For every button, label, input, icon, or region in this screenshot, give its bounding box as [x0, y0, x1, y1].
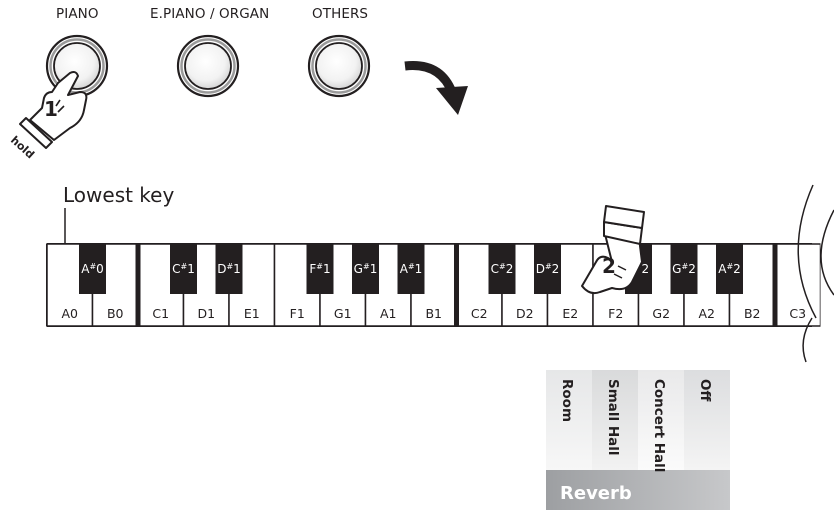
black-key-label: A#2 — [718, 262, 741, 276]
reverb-panel: Reverb Room Small Hall Concert Hall Off — [546, 370, 730, 510]
white-key-label: C2 — [471, 306, 488, 321]
black-key-gsharp2[interactable] — [670, 244, 698, 294]
epiano-organ-label: E.PIANO / ORGAN — [150, 6, 270, 22]
white-key-label: B2 — [744, 306, 761, 321]
epiano-organ-button[interactable] — [176, 34, 240, 98]
black-key-label: D#1 — [217, 262, 241, 276]
white-key-label: A0 — [61, 306, 78, 321]
keyboard: A0 B0 C1 D1 E1 F1 G1 A1 B1 C2 D2 E2 F2 G2 A2 B2 C3 A#0 C#1… — [46, 242, 834, 328]
black-key-gsharp1[interactable] — [352, 244, 379, 294]
white-key-label: A2 — [698, 306, 715, 321]
white-key-label: D2 — [516, 306, 534, 321]
hand-press-key-icon — [581, 205, 645, 295]
reverb-small-hall-column[interactable] — [592, 370, 638, 470]
octave-divider — [772, 244, 778, 326]
black-key-label: G#2 — [672, 262, 696, 276]
reverb-small-hall-label: Small Hall — [605, 379, 621, 456]
hand-press-icon — [19, 71, 88, 149]
black-key-asharp0[interactable] — [79, 244, 106, 294]
reverb-off-label: Off — [697, 379, 713, 402]
reverb-title-bar — [546, 470, 730, 510]
white-key-label: B1 — [425, 306, 442, 321]
black-key-label: G#1 — [354, 262, 378, 276]
keyboard-break-marks — [797, 184, 834, 363]
black-key-label: D#2 — [536, 262, 560, 276]
curved-arrow-icon — [404, 61, 468, 115]
reverb-room-label: Room — [559, 379, 575, 422]
white-key-label: G2 — [652, 306, 670, 321]
step-1-number: 1 — [44, 97, 58, 121]
black-key-dsharp2[interactable] — [534, 244, 561, 294]
octave-divider — [454, 244, 459, 326]
white-key-label: F1 — [290, 306, 305, 321]
black-key-csharp2[interactable] — [488, 244, 516, 294]
white-key-label: B0 — [107, 306, 124, 321]
white-key-label: F2 — [608, 306, 623, 321]
black-key-asharp1[interactable] — [397, 244, 425, 294]
reverb-concert-hall-column[interactable] — [638, 370, 684, 470]
black-key-label: C#1 — [172, 262, 195, 276]
black-key-asharp2[interactable] — [716, 244, 743, 294]
white-key-label: D1 — [197, 306, 215, 321]
others-label: OTHERS — [312, 6, 369, 22]
lowest-key-label: Lowest key — [63, 183, 175, 207]
others-button[interactable] — [307, 34, 371, 98]
reverb-off-column[interactable] — [684, 370, 730, 470]
white-key-label: A1 — [380, 306, 397, 321]
step-2-number: 2 — [602, 254, 616, 278]
white-key-label: E1 — [244, 306, 260, 321]
piano-label: PIANO — [56, 6, 99, 22]
reverb-concert-hall-label: Concert Hall — [651, 379, 667, 472]
white-key-label: C3 — [789, 306, 806, 321]
white-key-label: C1 — [152, 306, 169, 321]
black-key-label: C#2 — [491, 262, 514, 276]
octave-divider — [135, 244, 141, 326]
white-key-label: E2 — [562, 306, 578, 321]
hold-label: hold — [8, 134, 37, 162]
reverb-room-column[interactable] — [546, 370, 592, 470]
black-key-label: A#0 — [81, 262, 104, 276]
black-key-csharp1[interactable] — [170, 244, 197, 294]
black-key-fsharp1[interactable] — [306, 244, 334, 294]
black-key-label: A#1 — [400, 262, 423, 276]
black-key-dsharp1[interactable] — [215, 244, 243, 294]
black-key-label: F#1 — [309, 262, 330, 276]
reverb-title: Reverb — [560, 483, 632, 504]
white-key-label: G1 — [334, 306, 352, 321]
